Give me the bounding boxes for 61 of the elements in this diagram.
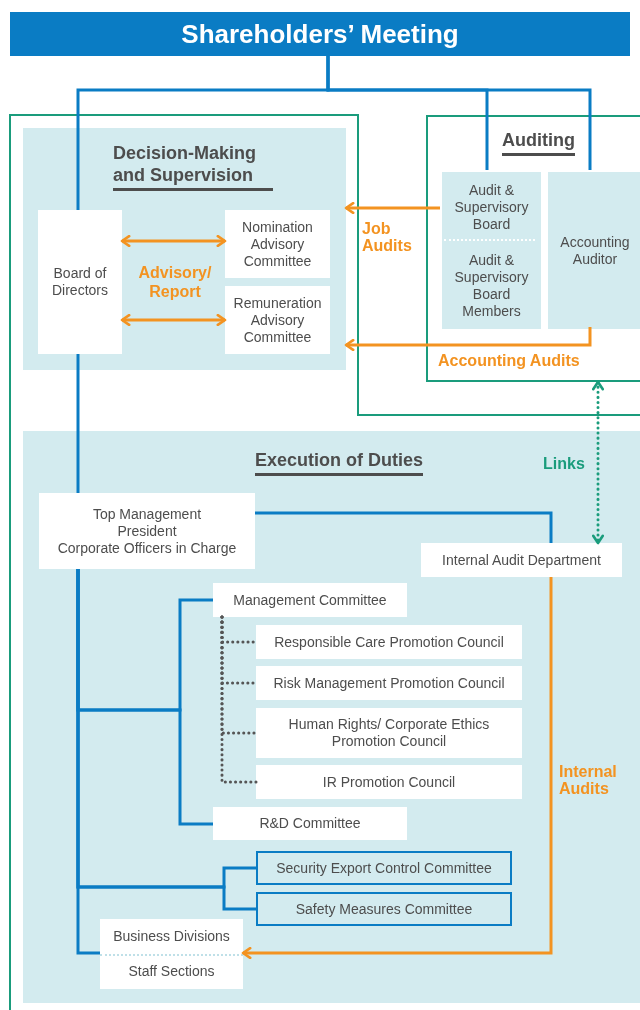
box-label: Corporate Officers in Charge — [57, 539, 237, 557]
connector-line — [76, 569, 100, 955]
section-heading: Auditing — [502, 129, 575, 156]
title-text: Shareholders’ Meeting — [181, 17, 459, 51]
edge-label: Job Audits — [362, 220, 413, 254]
box-label: Audit & Supervisory Board Members — [453, 251, 530, 320]
arrow — [344, 201, 440, 215]
edge-label: Links — [543, 455, 585, 472]
box-label: Risk Management Promotion Council — [273, 674, 505, 692]
box-label: Responsible Care Promotion Council — [274, 633, 504, 651]
org-box — [256, 666, 522, 700]
org-box — [256, 708, 522, 758]
arrow — [120, 234, 227, 248]
arrow — [344, 327, 592, 352]
box-label: Accounting Auditor — [559, 233, 631, 268]
group-frame — [426, 115, 640, 382]
org-box — [442, 242, 541, 329]
org-box — [39, 493, 255, 569]
box-label: Staff Sections — [128, 963, 215, 980]
box-label: Board of Directors — [51, 265, 109, 299]
box-label: President — [117, 522, 177, 540]
org-box — [213, 807, 407, 840]
connector-line — [255, 511, 553, 543]
box-label: Security Export Control Committee — [276, 859, 492, 877]
box-label: Top Management — [92, 505, 202, 523]
org-box — [213, 583, 407, 617]
org-box — [225, 286, 330, 354]
box-label: Remuneration Advisory Committee — [233, 294, 322, 346]
box-label: Nomination Advisory Committee — [241, 218, 314, 270]
org-box — [256, 892, 512, 926]
box-label: Internal Audit Department — [442, 551, 601, 569]
box-label: Management Committee — [233, 591, 387, 609]
box-label: IR Promotion Council — [322, 773, 456, 791]
org-box — [38, 210, 122, 354]
connector-line — [326, 56, 592, 170]
org-box — [256, 851, 512, 885]
title-bar — [10, 12, 630, 56]
connector-line — [220, 615, 258, 784]
arrow — [120, 313, 227, 327]
box-label: Business Divisions — [113, 928, 230, 945]
org-box — [256, 625, 522, 659]
arrow — [591, 380, 605, 545]
arrow — [241, 577, 553, 960]
edge-label: Internal Audits — [559, 763, 618, 797]
box-label: Safety Measures Committee — [295, 900, 473, 918]
section-heading: Decision-Making and Supervision — [113, 142, 273, 191]
edge-label: Accounting Audits — [438, 352, 580, 369]
section-panel — [23, 431, 640, 1003]
section-panel — [23, 128, 346, 370]
box-label: Audit & Supervisory Board — [453, 181, 530, 233]
annotation-label: Advisory/ Report — [137, 263, 213, 301]
org-box — [256, 765, 522, 799]
box-label: Human Rights/ Corporate Ethics Promotion Council — [287, 716, 491, 750]
connector-line — [76, 354, 80, 493]
org-box — [225, 210, 330, 278]
org-box — [421, 543, 622, 577]
org-box — [548, 172, 640, 329]
org-box — [442, 172, 541, 242]
section-heading: Execution of Duties — [255, 449, 424, 476]
org-box — [100, 919, 243, 989]
box-label: R&D Committee — [259, 815, 361, 832]
